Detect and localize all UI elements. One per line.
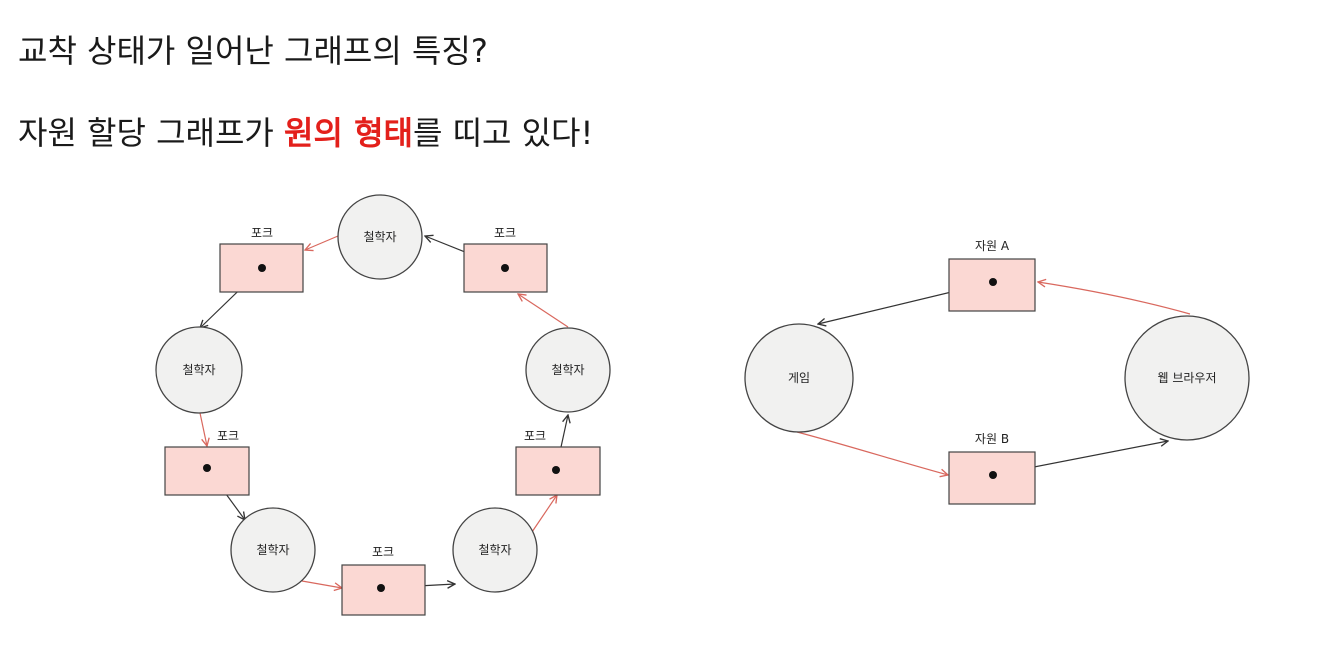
resource-a-label: 자원 A [975,239,1010,253]
edge-philosopher2-to-fork2 [199,412,207,446]
fork-5: 포크 [463,226,548,293]
fork-4: 포크 [515,429,601,496]
edge-philosopher5-to-fork5 [518,294,569,328]
heading-cycle-answer-part2: 를 띠고 있다! [412,114,594,152]
fork-2-label: 포크 [217,429,239,443]
philosopher-3: 철학자 [230,507,316,593]
philosopher-5: 철학자 [525,327,611,413]
edge-philosopher3-to-fork3 [301,580,342,588]
edge-philosopher4-to-fork4 [531,495,557,533]
philosopher-3-label: 철학자 [256,543,289,557]
philosopher-4: 철학자 [452,507,538,593]
resource-a: 자원 A [948,239,1036,312]
fork-1: 포크 [219,226,304,293]
fork-2: 포크 [164,429,250,496]
heading-cycle-answer: 자원 할당 그래프가 원의 형태를 띠고 있다! [18,108,593,154]
fork-3: 포크 [341,545,426,616]
process-web-browser: 웹 브라우저 [1124,315,1250,441]
process-game: 게임 [744,323,854,433]
heading-deadlock-question: 교착 상태가 일어난 그래프의 특징? [18,32,488,70]
resource-b: 자원 B [948,432,1036,505]
heading-emphasis: 원의 형태 [284,114,413,152]
fork-5-label: 포크 [494,226,516,240]
edge-browser-to-resource-a [1038,282,1191,315]
heading-cycle-answer-part1: 자원 할당 그래프가 [18,114,285,152]
process-web-browser-label: 웹 브라우저 [1157,371,1216,385]
dining-philosophers-graph: 포크 포크 포크 포크 포크 철학자 철학자 [155,194,611,616]
fork-3-label: 포크 [372,545,394,559]
philosopher-1: 철학자 [337,194,423,280]
process-game-label: 게임 [788,371,810,385]
philosopher-2: 철학자 [155,326,243,414]
edge-philosopher1-to-fork1 [305,235,339,250]
philosopher-5-label: 철학자 [551,363,584,377]
fork-1-label: 포크 [251,226,273,240]
fork-4-label: 포크 [524,429,546,443]
edge-game-to-resource-b [796,431,948,475]
philosopher-2-label: 철학자 [182,363,215,377]
philosopher-4-label: 철학자 [478,543,511,557]
two-process-deadlock-graph: 자원 A 자원 B 게임 웹 브라우저 [744,239,1250,505]
resource-b-label: 자원 B [975,432,1009,446]
philosopher-1-label: 철학자 [363,230,396,244]
